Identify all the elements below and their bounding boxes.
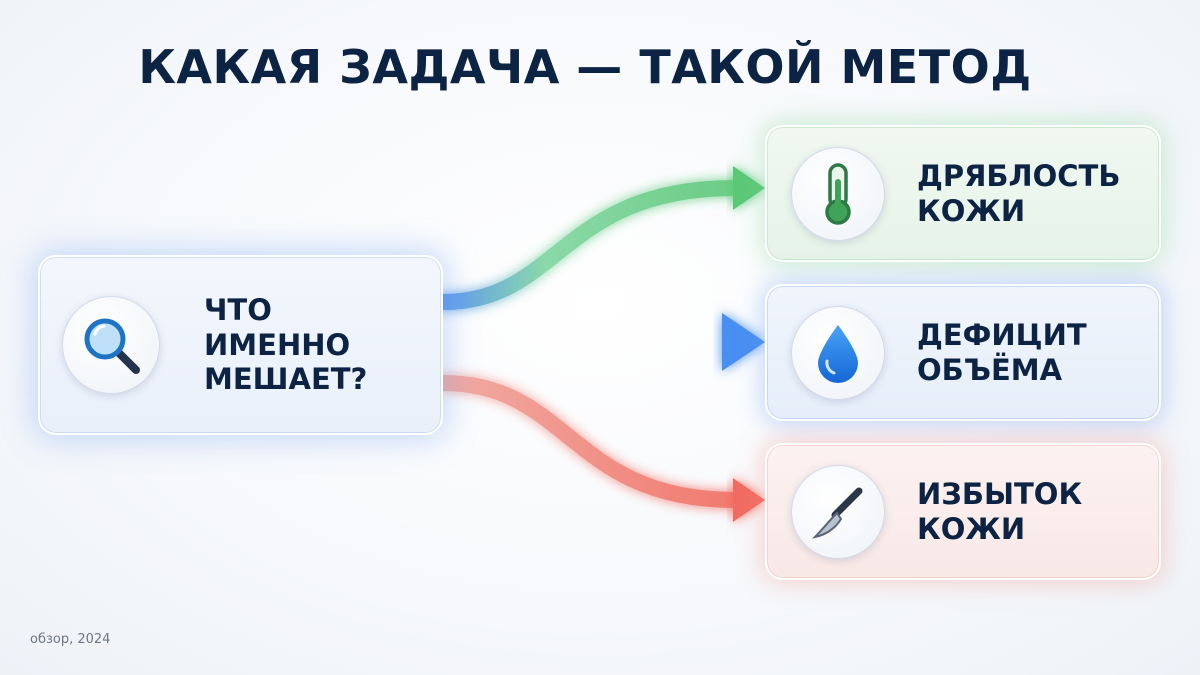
volume-label: ДЕФИЦИТ ОБЪЁМА (917, 317, 1087, 387)
page-title: КАКАЯ ЗАДАЧА — ТАКОЙ МЕТОД (138, 40, 1032, 94)
volume-card: ДЕФИЦИТ ОБЪЁМА (765, 284, 1161, 421)
water-drop-icon (791, 305, 885, 400)
arrowhead-red (733, 478, 765, 522)
laxity-card: ДРЯБЛОСТЬ КОЖИ (765, 125, 1161, 262)
excess-label: ИЗБЫТОК КОЖИ (917, 476, 1083, 546)
magnifier-icon (62, 296, 160, 394)
arrow-to-excess (435, 375, 743, 508)
arrow-to-laxity (435, 180, 743, 310)
scalpel-icon (791, 464, 885, 559)
problem-card: ЧТО ИМЕННО МЕШАЕТ? (38, 255, 443, 435)
laxity-label: ДРЯБЛОСТЬ КОЖИ (917, 158, 1121, 228)
arrowhead-green (733, 166, 765, 210)
excess-card: ИЗБЫТОК КОЖИ (765, 443, 1161, 580)
footer-note: обзор, 2024 (30, 632, 111, 647)
arrowhead-blue (722, 313, 765, 371)
problem-label: ЧТО ИМЕННО МЕШАЕТ? (204, 292, 368, 397)
thermometer-icon (791, 146, 885, 241)
